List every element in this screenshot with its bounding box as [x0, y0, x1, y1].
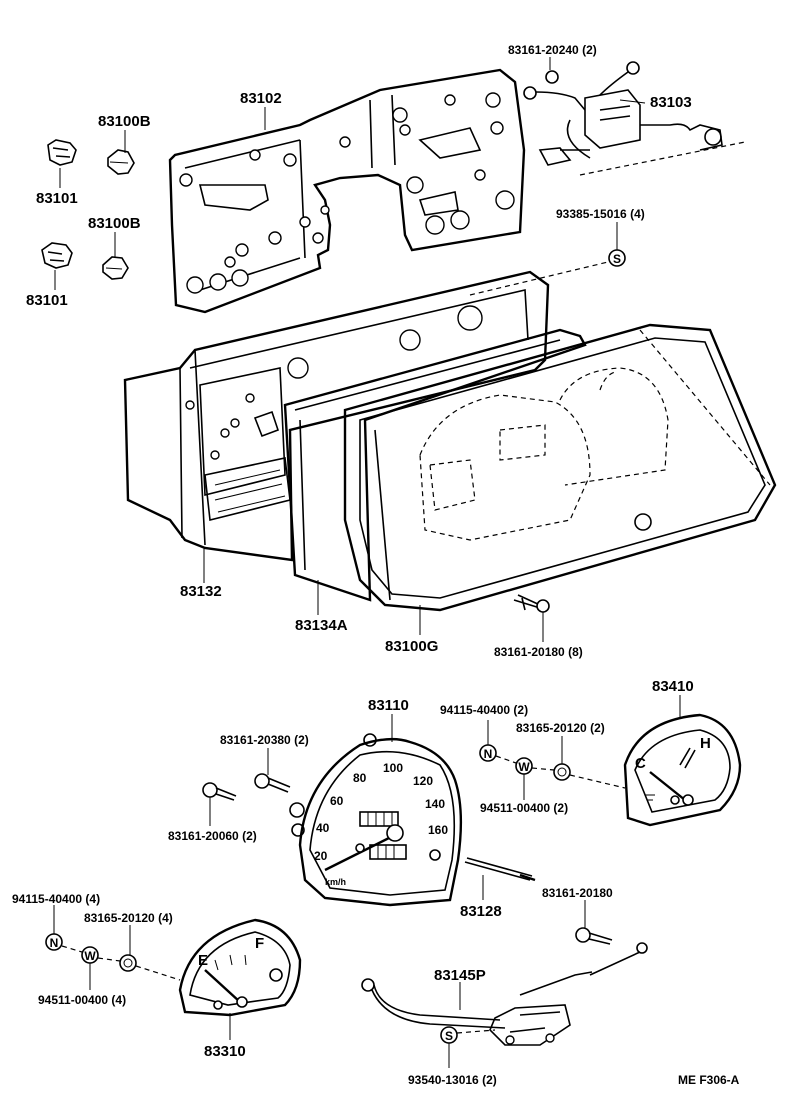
screw-icon [513, 594, 550, 613]
label-83100b-bottom: 83100B [88, 215, 141, 232]
socket-icon [47, 139, 77, 166]
figure-code: ME F306-A [678, 1073, 740, 1087]
svg-text:N: N [50, 936, 59, 950]
socket-icon [41, 242, 73, 269]
bulb-icon [102, 256, 129, 280]
label-83134a: 83134A [295, 617, 348, 634]
screw-icon [575, 927, 613, 945]
speedometer-cable-pin [464, 857, 536, 882]
label-94115-40400-4: 94115-40400 (4) [12, 892, 100, 906]
label-83165-20120-2: 83165-20120 (2) [516, 721, 605, 735]
label-83128: 83128 [460, 903, 502, 920]
nut-icon: N [479, 744, 497, 762]
washer-icon: W [81, 946, 99, 964]
label-83161-20380: 83161-20380 (2) [220, 733, 309, 747]
speed-scale-20: 20 [314, 849, 328, 863]
screw-icon [202, 782, 237, 801]
label-83410: 83410 [652, 678, 694, 695]
label-83100b-top: 83100B [98, 113, 151, 130]
label-94511-00400-2: 94511-00400 (2) [480, 801, 568, 815]
label-83101-top: 83101 [36, 190, 78, 207]
label-83145p: 83145P [434, 967, 486, 984]
label-83101-bottom: 83101 [26, 292, 68, 309]
temp-hot-mark: H [700, 735, 711, 752]
label-94115-40400-2: 94115-40400 (2) [440, 703, 528, 717]
part-labels: 83102 83100B 83101 83100B 83101 83161-20… [12, 43, 740, 1087]
speed-scale-60: 60 [330, 794, 344, 808]
speed-scale-100: 100 [383, 761, 403, 775]
label-83161-20180-8: 83161-20180 (8) [494, 645, 583, 659]
label-83161-20180: 83161-20180 [542, 886, 613, 900]
svg-text:W: W [84, 949, 96, 963]
terminal-icon [553, 763, 571, 781]
label-83161-20240: 83161-20240 (2) [508, 43, 597, 57]
fuel-empty-mark: E [198, 952, 208, 969]
label-83100g: 83100G [385, 638, 438, 655]
label-94511-00400-4: 94511-00400 (4) [38, 993, 126, 1007]
screw-symbol-icon: S [440, 1026, 458, 1044]
label-83132: 83132 [180, 583, 222, 600]
speed-scale-140: 140 [425, 797, 445, 811]
speed-scale-120: 120 [413, 774, 433, 788]
washer-icon: W [515, 757, 533, 775]
svg-text:S: S [613, 252, 621, 266]
label-83103: 83103 [650, 94, 692, 111]
combination-meter-housing [123, 270, 777, 612]
nut-icon: N [45, 933, 63, 951]
label-83310: 83310 [204, 1043, 246, 1060]
temp-cold-mark: C [635, 755, 646, 772]
speed-scale-160: 160 [428, 823, 448, 837]
fuel-sender-harness [523, 61, 746, 176]
terminal-icon [119, 954, 137, 972]
temperature-gauge: C H [623, 713, 742, 827]
svg-text:S: S [445, 1029, 453, 1043]
fuel-full-mark: F [255, 935, 264, 952]
speedometer: 20 40 60 80 100 120 140 160 km/h [289, 733, 463, 907]
label-83110: 83110 [368, 697, 409, 714]
leader-lines [53, 57, 681, 1068]
bulb-socket-group [41, 139, 135, 280]
label-93540-13016: 93540-13016 (2) [408, 1073, 497, 1087]
svg-text:N: N [484, 747, 493, 761]
label-93385-15016: 93385-15016 (4) [556, 207, 645, 221]
label-83102: 83102 [240, 90, 282, 107]
speed-scale-40: 40 [316, 821, 330, 835]
screw-icon [254, 773, 291, 793]
harness-assembly [361, 942, 648, 1046]
screw-symbol-icon: S [608, 249, 626, 267]
bulb-icon [107, 149, 135, 175]
svg-text:W: W [518, 760, 530, 774]
label-83165-20120-4: 83165-20120 (4) [84, 911, 173, 925]
label-83161-20060: 83161-20060 (2) [168, 829, 257, 843]
speed-unit-mark: km/h [325, 877, 346, 887]
printed-circuit-plate [168, 68, 526, 314]
speed-scale-80: 80 [353, 771, 367, 785]
fuel-gauge: E F [178, 918, 302, 1017]
